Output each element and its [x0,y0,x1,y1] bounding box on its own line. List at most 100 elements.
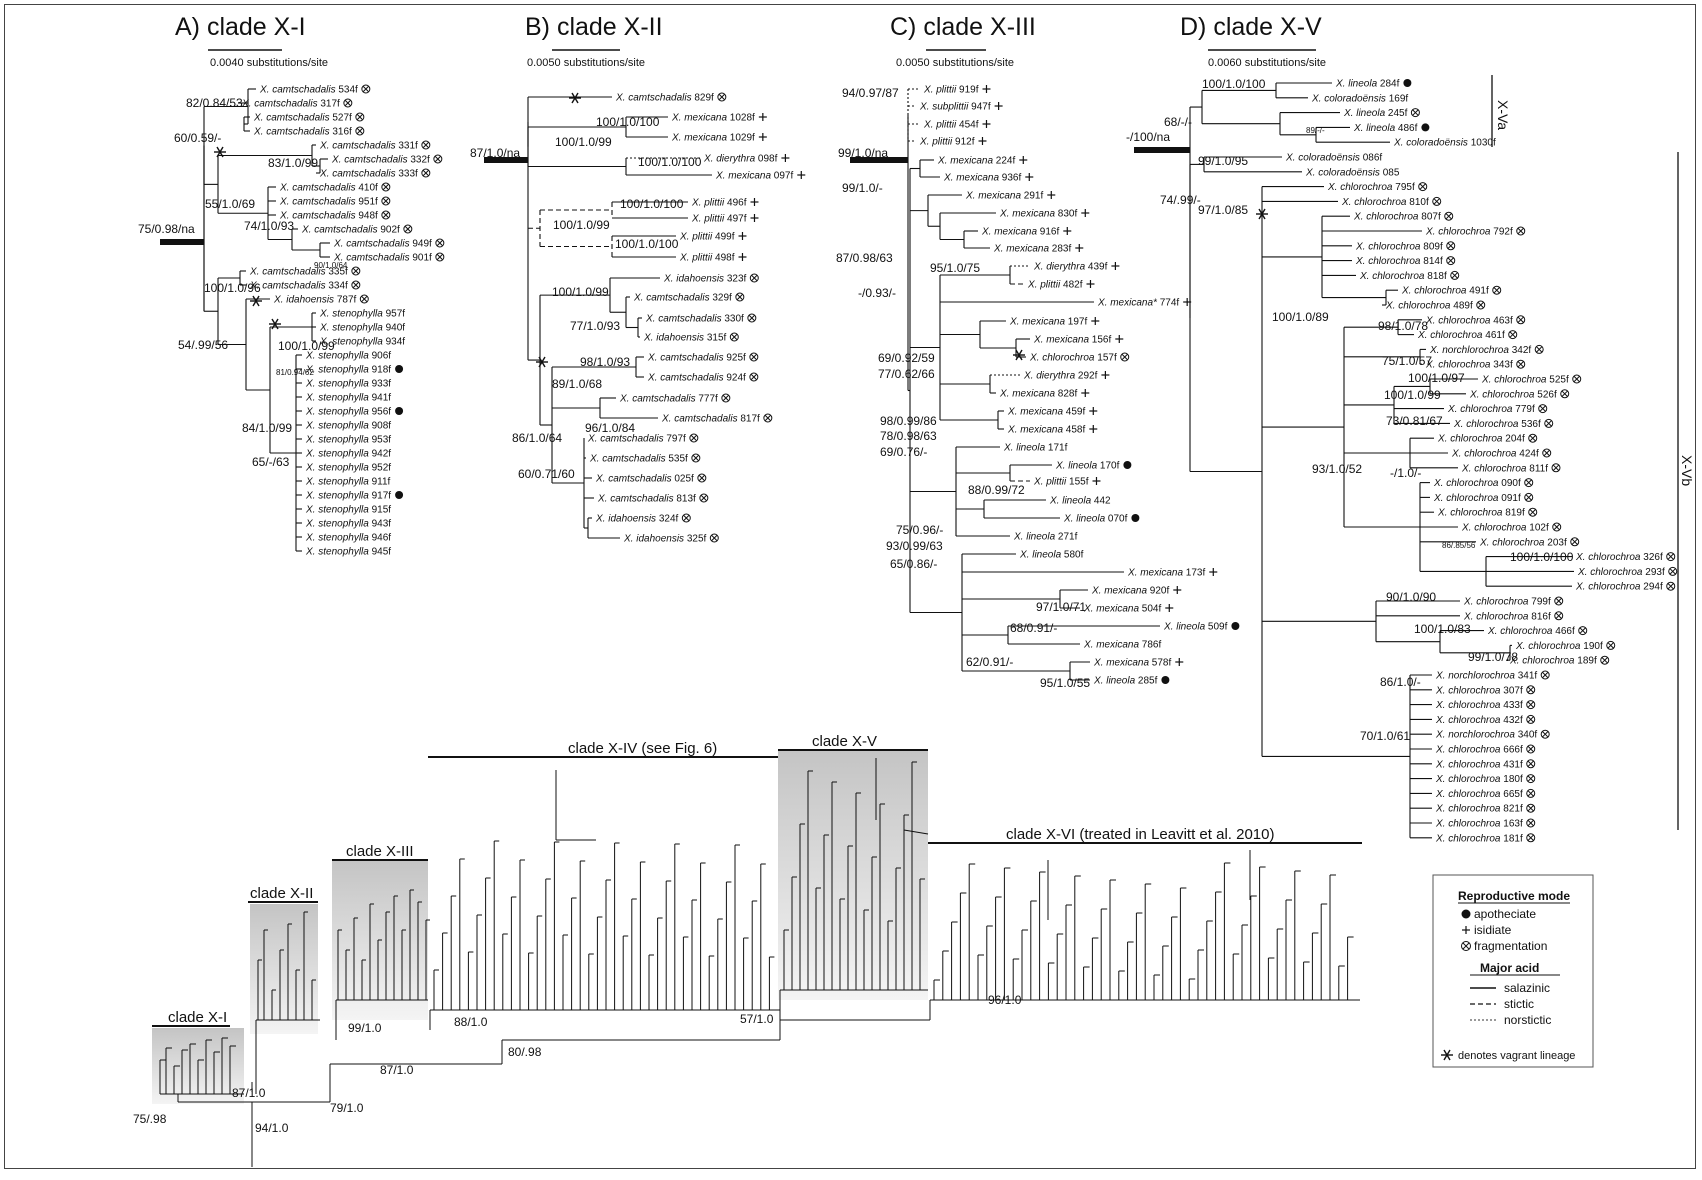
node-support: 100/1.0/99 [278,339,335,353]
fragmentation-icon [699,493,709,503]
fragmentation-icon [1524,478,1534,488]
node-support: 97/1.0/71 [1036,600,1086,614]
isidiate-icon [781,154,790,162]
node-support: 99/1.0/78 [1468,650,1518,664]
taxon-label: X. camtschadalis 817f [661,414,760,425]
node-support: 75/1.0/57 [1382,354,1432,368]
fragmentation-icon [749,372,759,382]
apotheciate-icon [1161,676,1170,684]
isidiate-icon [1089,425,1098,433]
stem-support-a: 75/0.98/na [138,222,195,236]
node-support: 70/1.0/61 [1360,729,1410,743]
apotheciate-icon [1403,79,1412,87]
isidiate-icon [1091,317,1100,325]
taxon-label: X. chlorochroa 091f [1433,493,1521,504]
fragmentation-icon [763,413,773,423]
taxon-label: X. chlorochroa 666f [1435,745,1523,756]
taxon-label: X. chlorochroa 799f [1463,597,1551,608]
fragmentation-icon [1526,818,1536,828]
taxon-label: X. stenophylla 953f [305,435,391,446]
node-support-labels: 82/0.84/5360/0.59/-83/1.0/9955/1.0/6974/… [174,77,1574,743]
taxon-label: X. plittii 155f [1033,477,1089,488]
taxon-label: X. chlorochroa 463f [1425,315,1513,326]
fragmentation-icon [1418,182,1428,192]
taxon-label: X. chlorochroa 294f [1575,582,1663,593]
legend-stictic: stictic [1504,997,1534,1011]
fragmentation-icon [1526,803,1536,813]
node-support: 86/1.0/- [1380,675,1421,689]
taxon-label: X. camtschadalis 330f [645,314,744,325]
node-support: 65/0.86/- [890,557,937,571]
isidiate-icon [982,120,991,128]
fragmentation-icon [721,393,731,403]
fragmentation-icon [421,140,431,150]
taxon-label: X. stenophylla 946f [305,533,391,544]
label-clade-xv: clade X-V [812,733,877,750]
legend-heading-acid: Major acid [1480,961,1539,975]
vagrant-asterisk-icon [269,318,281,330]
node-support: 77/1.0/93 [570,319,620,333]
node-support: 95/1.0/75 [930,261,980,275]
fragmentation-icon [1450,270,1460,280]
taxon-label: X. stenophylla 908f [305,421,391,432]
isidiate-icon [1089,407,1098,415]
taxon-label: X. chlorochroa 189f [1509,656,1597,667]
node-support: 94/0.97/87 [842,86,899,100]
vagrant-asterisk-icon [250,295,262,307]
taxon-label: X. camtschadalis 777f [619,394,718,405]
taxon-label: X. stenophylla 943f [305,519,391,530]
fragmentation-icon [343,98,353,108]
taxon-label: X. chlorochroa 433f [1435,700,1523,711]
node-support: 100/1.0/99 [553,218,610,232]
taxon-label: X. lineola 171f [1003,443,1068,454]
fragmentation-icon [1446,241,1456,251]
taxon-label: X. chlorochroa 536f [1453,419,1541,430]
fragmentation-icon [1526,788,1536,798]
fragmentation-icon [355,112,365,122]
bottom-support: 87/1.0 [380,1063,414,1077]
taxon-label: X. chlorochroa 431f [1435,759,1523,770]
taxon-label: X. plittii 912f [919,137,975,148]
taxon-label: X. mexicana 173f [1127,568,1205,579]
taxon-label: X. mexicana 504f [1083,604,1161,615]
taxon-label: X. camtschadalis 317f [241,99,340,110]
node-support: 68/-/- [1164,115,1192,129]
taxon-label: X. chlorochroa 819f [1437,508,1525,519]
fragmentation-icon [1444,211,1454,221]
taxon-label: X. chlorochroa 180f [1435,774,1523,785]
apotheciate-icon [395,491,404,499]
fragmentation-icon [1552,522,1562,532]
taxon-label: X. plittii 499f [679,232,735,243]
fragmentation-icon [1461,941,1471,951]
fragmentation-icon [1526,700,1536,710]
legend-salazinic: salazinic [1504,981,1550,995]
isidiate-icon [1075,244,1084,252]
fragmentation-icon [1516,315,1526,325]
taxon-label: X. camtschadalis 901f [333,253,432,264]
apotheciate-icon [1461,909,1471,919]
node-support: 100/1.0/99 [555,135,612,149]
taxon-label: X. plittii 498f [679,253,735,264]
taxon-label: X. chlorochroa 810f [1341,197,1429,208]
fragmentation-icon [433,154,443,164]
node-support: 100/1.0/100 [1202,77,1266,91]
taxon-label: X. chlorochroa 665f [1435,789,1523,800]
fragmentation-icon [1540,670,1550,680]
node-support: 100/1.0/97 [1408,371,1465,385]
node-support: 97/1.0/85 [1198,203,1248,217]
taxon-label: X. chlorochroa 102f [1461,523,1549,534]
taxon-label: X. camtschadalis 025f [595,474,694,485]
vagrant-asterisk-icon [214,146,226,158]
node-support: 100/1.0/89 [1272,310,1329,324]
node-support: 78/0.98/63 [880,429,937,443]
shade-clade-xv [778,750,928,1000]
taxon-label: X. chlorochroa 163f [1435,819,1523,830]
taxon-label: X. camtschadalis 902f [301,225,400,236]
isidiate-icon [1025,173,1034,181]
node-support: 86/.85/56 [1442,541,1476,550]
taxon-label: X. camtschadalis 333f [319,169,418,180]
isidiate-icon [1081,209,1090,217]
taxon-label: X. stenophylla 945f [305,547,391,558]
fragmentation-icon [351,280,361,290]
